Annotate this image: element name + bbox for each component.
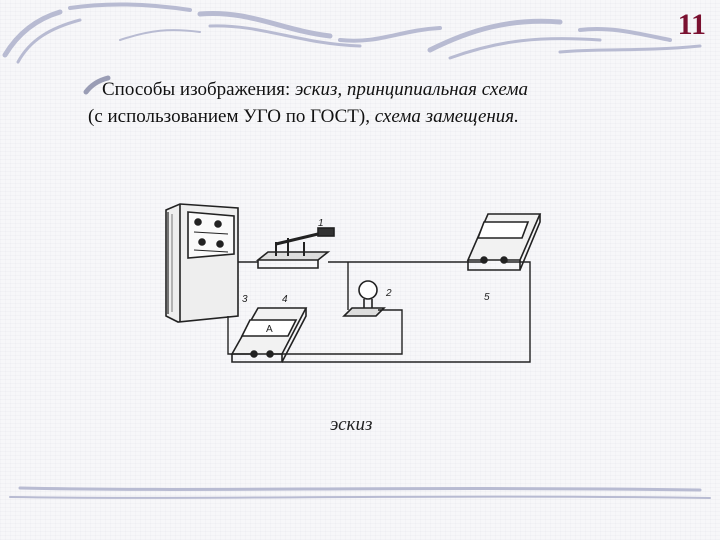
heading-italic-terms: эскиз, принципиальная схема [295, 79, 528, 100]
heading-text: Способы изображения: [102, 79, 296, 100]
voltmeter-drawing [466, 213, 542, 271]
callout-2: 2 [385, 288, 392, 299]
callout-4: 4 [282, 294, 288, 305]
figure-caption: эскиз [330, 414, 373, 435]
battery-drawing [165, 203, 239, 323]
callout-1: 1 [318, 218, 324, 229]
callout-3: 3 [242, 294, 248, 305]
heading-text-continued: (с использованием УГО по ГОСТ), [88, 106, 375, 127]
knife-switch-drawing [255, 227, 335, 269]
callout-5: 5 [484, 292, 490, 303]
connecting-wires [227, 261, 531, 363]
lamp-drawing [342, 280, 386, 317]
slide-heading: Способы изображения: эскиз, принципиальн… [88, 76, 688, 130]
ammeter-drawing [230, 307, 308, 363]
heading-italic-term: схема замещения. [374, 106, 519, 127]
circuit-sketch-figure: 1 2 3 4 5 A [165, 203, 542, 363]
slide-number: 11 [677, 8, 706, 41]
ammeter-label: A [266, 324, 273, 335]
